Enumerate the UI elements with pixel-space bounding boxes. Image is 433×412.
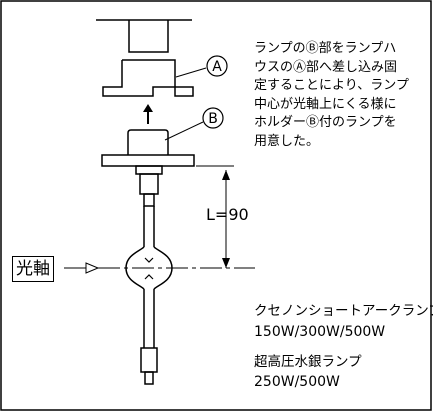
part-b-letter: B xyxy=(208,111,218,127)
description-line: 定することにより、ランプ xyxy=(254,78,409,93)
electrode-upper xyxy=(144,257,154,263)
dimension-arrow-bottom xyxy=(222,258,230,268)
description-text: ランプのⒷ部をランプハ ウスのⒶ部へ差し込み固 定することにより、ランプ 中心が… xyxy=(254,40,409,151)
holder-part-b xyxy=(101,129,195,207)
part-a-letter: A xyxy=(212,59,222,75)
dimension-label: L=90 xyxy=(206,205,249,224)
description-line: 用意した。 xyxy=(254,133,320,149)
description-line: 中心が光軸上にくる様に xyxy=(254,96,397,112)
mercury-lamp-watts: 250W/500W xyxy=(254,374,340,390)
xenon-lamp-watts: 150W/300W/500W xyxy=(254,324,386,340)
part-b-circle xyxy=(202,107,224,129)
leader-a xyxy=(175,67,207,78)
lamp-house-part-a xyxy=(96,19,194,97)
description-line: ウスのⒶ部へ差し込み固 xyxy=(254,59,398,75)
electrode-lower xyxy=(144,274,154,280)
description-line: ランプのⒷ部をランプハ xyxy=(254,41,397,56)
mercury-lamp-name: 超高圧水銀ランプ xyxy=(254,354,362,370)
dimension-arrow-top xyxy=(222,170,230,180)
leader-b xyxy=(164,121,204,141)
insert-arrow-head xyxy=(143,104,153,112)
optical-axis-label: 光軸 xyxy=(12,256,54,282)
part-a-circle xyxy=(206,55,228,77)
description-line: ホルダーⒷ付のランプを xyxy=(254,115,397,130)
xenon-lamp-name: クセノンショートアークランプ xyxy=(254,303,433,319)
optical-axis-arrow xyxy=(85,262,100,274)
lamp-tube xyxy=(125,206,173,385)
